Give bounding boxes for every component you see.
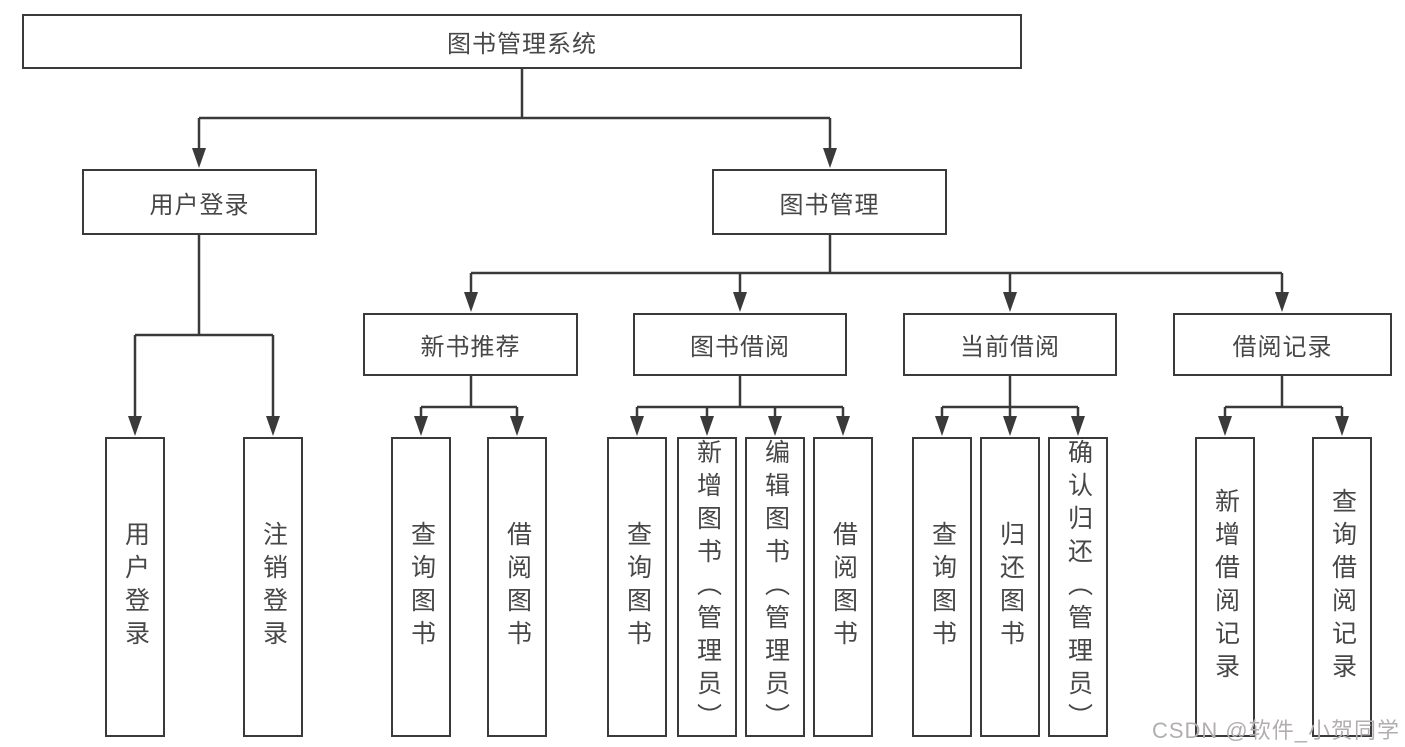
node-leaf-borrow-books-2: 借阅图书 xyxy=(813,437,873,737)
node-root-label: 图书管理系统 xyxy=(447,31,597,58)
arrow-down-icon xyxy=(823,148,837,168)
arrow-down-icon xyxy=(700,416,714,436)
arrowheads-group xyxy=(128,148,1349,436)
arrow-down-icon xyxy=(1218,416,1232,436)
node-leaf-query-books-3: 查询图书 xyxy=(912,437,972,737)
arrow-down-icon xyxy=(1003,416,1017,436)
arrow-down-icon xyxy=(733,292,747,312)
node-leaf-return-books-label: 归还图书 xyxy=(996,521,1025,653)
arrow-down-icon xyxy=(128,416,142,436)
node-leaf-query-books-2-label: 查询图书 xyxy=(623,521,652,653)
node-borrowing-records: 借阅记录 xyxy=(1173,313,1392,376)
node-current-borrowing: 当前借阅 xyxy=(903,313,1117,376)
node-leaf-user-login-label: 用户登录 xyxy=(121,521,150,653)
arrow-down-icon xyxy=(266,416,280,436)
node-leaf-query-borrow-record-label: 查询借阅记录 xyxy=(1328,488,1357,686)
node-leaf-confirm-return-admin-label: 确认归还（管理员） xyxy=(1064,438,1093,736)
node-borrowing-records-label: 借阅记录 xyxy=(1232,334,1333,361)
watermark: CSDN @软件_小贺同学 xyxy=(1151,718,1400,743)
node-leaf-user-login: 用户登录 xyxy=(105,437,165,737)
arrow-down-icon xyxy=(464,292,478,312)
node-leaf-edit-books-admin-label: 编辑图书（管理员） xyxy=(761,438,790,736)
node-leaf-return-books: 归还图书 xyxy=(980,437,1040,737)
arrow-down-icon xyxy=(1275,292,1289,312)
node-book-management-label: 图书管理 xyxy=(779,191,880,219)
node-root: 图书管理系统 xyxy=(22,14,1022,69)
node-leaf-add-books-admin-label: 新增图书（管理员） xyxy=(693,438,722,736)
node-leaf-add-books-admin: 新增图书（管理员） xyxy=(677,437,737,737)
arrow-down-icon xyxy=(510,416,524,436)
arrow-down-icon xyxy=(768,416,782,436)
node-new-book-recommend-label: 新书推荐 xyxy=(420,334,521,361)
node-book-borrowing: 图书借阅 xyxy=(633,313,847,376)
arrow-down-icon xyxy=(414,416,428,436)
node-current-borrowing-label: 当前借阅 xyxy=(960,334,1060,361)
node-leaf-query-books-3-label: 查询图书 xyxy=(928,521,957,653)
node-leaf-query-books-2: 查询图书 xyxy=(607,437,667,737)
node-leaf-confirm-return-admin: 确认归还（管理员） xyxy=(1048,437,1108,737)
arrow-down-icon xyxy=(630,416,644,436)
connector-lines xyxy=(133,69,1344,422)
node-book-management: 图书管理 xyxy=(712,169,947,235)
node-leaf-edit-books-admin: 编辑图书（管理员） xyxy=(745,437,805,737)
arrow-down-icon xyxy=(1335,416,1349,436)
node-leaf-borrow-books-1: 借阅图书 xyxy=(487,437,547,737)
node-new-book-recommend: 新书推荐 xyxy=(363,313,578,376)
node-leaf-add-borrow-record-label: 新增借阅记录 xyxy=(1211,488,1240,686)
node-book-borrowing-label: 图书借阅 xyxy=(690,334,790,361)
node-leaf-query-books-1-label: 查询图书 xyxy=(407,521,436,653)
node-user-login: 用户登录 xyxy=(82,169,317,235)
node-leaf-logout: 注销登录 xyxy=(243,437,303,737)
node-leaf-query-borrow-record: 查询借阅记录 xyxy=(1312,437,1372,737)
node-leaf-borrow-books-1-label: 借阅图书 xyxy=(503,521,532,653)
arrow-down-icon xyxy=(935,416,949,436)
arrow-down-icon xyxy=(1071,416,1085,436)
node-user-login-label: 用户登录 xyxy=(149,191,250,219)
arrow-down-icon xyxy=(1003,292,1017,312)
node-leaf-borrow-books-2-label: 借阅图书 xyxy=(829,521,858,653)
node-leaf-query-books-1: 查询图书 xyxy=(391,437,451,737)
node-leaf-logout-label: 注销登录 xyxy=(259,521,288,653)
arrow-down-icon xyxy=(836,416,850,436)
node-leaf-add-borrow-record: 新增借阅记录 xyxy=(1195,437,1255,737)
arrow-down-icon xyxy=(192,148,206,168)
